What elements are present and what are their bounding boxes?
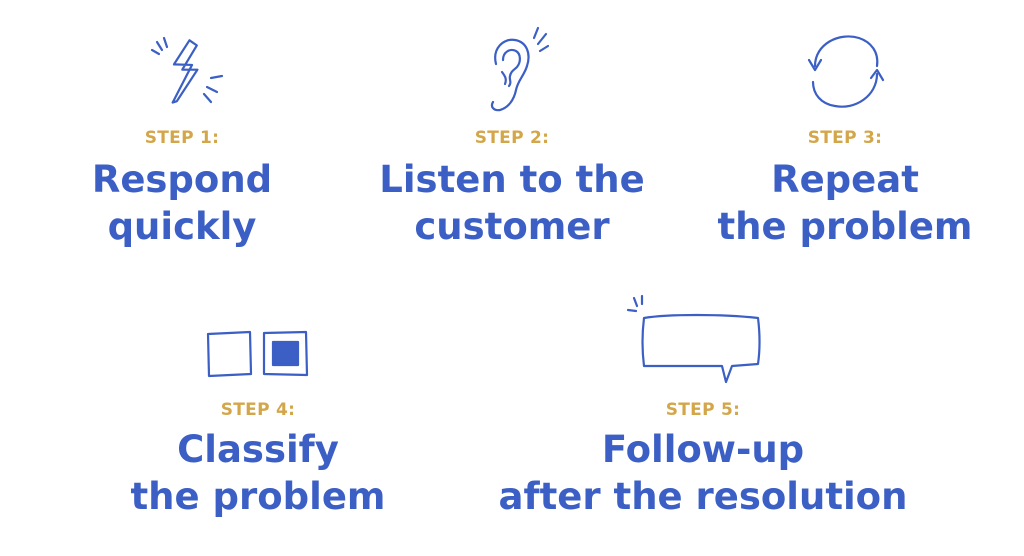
step-1-label: STEP 1:: [144, 128, 220, 148]
step-4: STEP 4: Classify the problem: [120, 300, 396, 540]
checkbox-squares-icon: [204, 328, 312, 380]
step-2: STEP 2: Listen to the customer: [362, 0, 662, 270]
step-3-title-line-2: the problem: [717, 205, 973, 248]
step-2-title-line-2: customer: [414, 205, 610, 248]
step-3-title: Repeat the problem: [700, 156, 990, 250]
step-2-label: STEP 2:: [474, 128, 550, 148]
step-1: STEP 1: Respond quickly: [60, 0, 304, 270]
lightning-icon: [127, 32, 237, 122]
step-3-label: STEP 3:: [807, 128, 883, 148]
step-2-title: Listen to the customer: [362, 156, 662, 250]
step-4-title-line-2: the problem: [130, 475, 386, 518]
step-5-title: Follow-up after the resolution: [480, 426, 926, 520]
step-3-title-line-1: Repeat: [771, 158, 919, 201]
step-5-title-line-1: Follow-up: [601, 428, 805, 471]
step-4-label: STEP 4:: [220, 400, 296, 420]
step-1-title-line-2: quickly: [107, 205, 257, 248]
step-1-title-line-1: Respond: [91, 158, 273, 201]
step-2-title-line-1: Listen to the: [379, 158, 645, 201]
step-5: STEP 5: Follow-up after the resolution: [480, 290, 926, 540]
ear-icon: [472, 24, 552, 119]
cycle-arrows-icon: [795, 26, 895, 118]
step-5-label: STEP 5:: [665, 400, 741, 420]
step-1-title: Respond quickly: [60, 156, 304, 250]
step-4-title-line-1: Classify: [177, 428, 339, 471]
speech-bubble-icon: [624, 290, 774, 390]
step-5-title-line-2: after the resolution: [498, 475, 908, 518]
step-3: STEP 3: Repeat the problem: [700, 0, 990, 270]
step-4-title: Classify the problem: [120, 426, 396, 520]
